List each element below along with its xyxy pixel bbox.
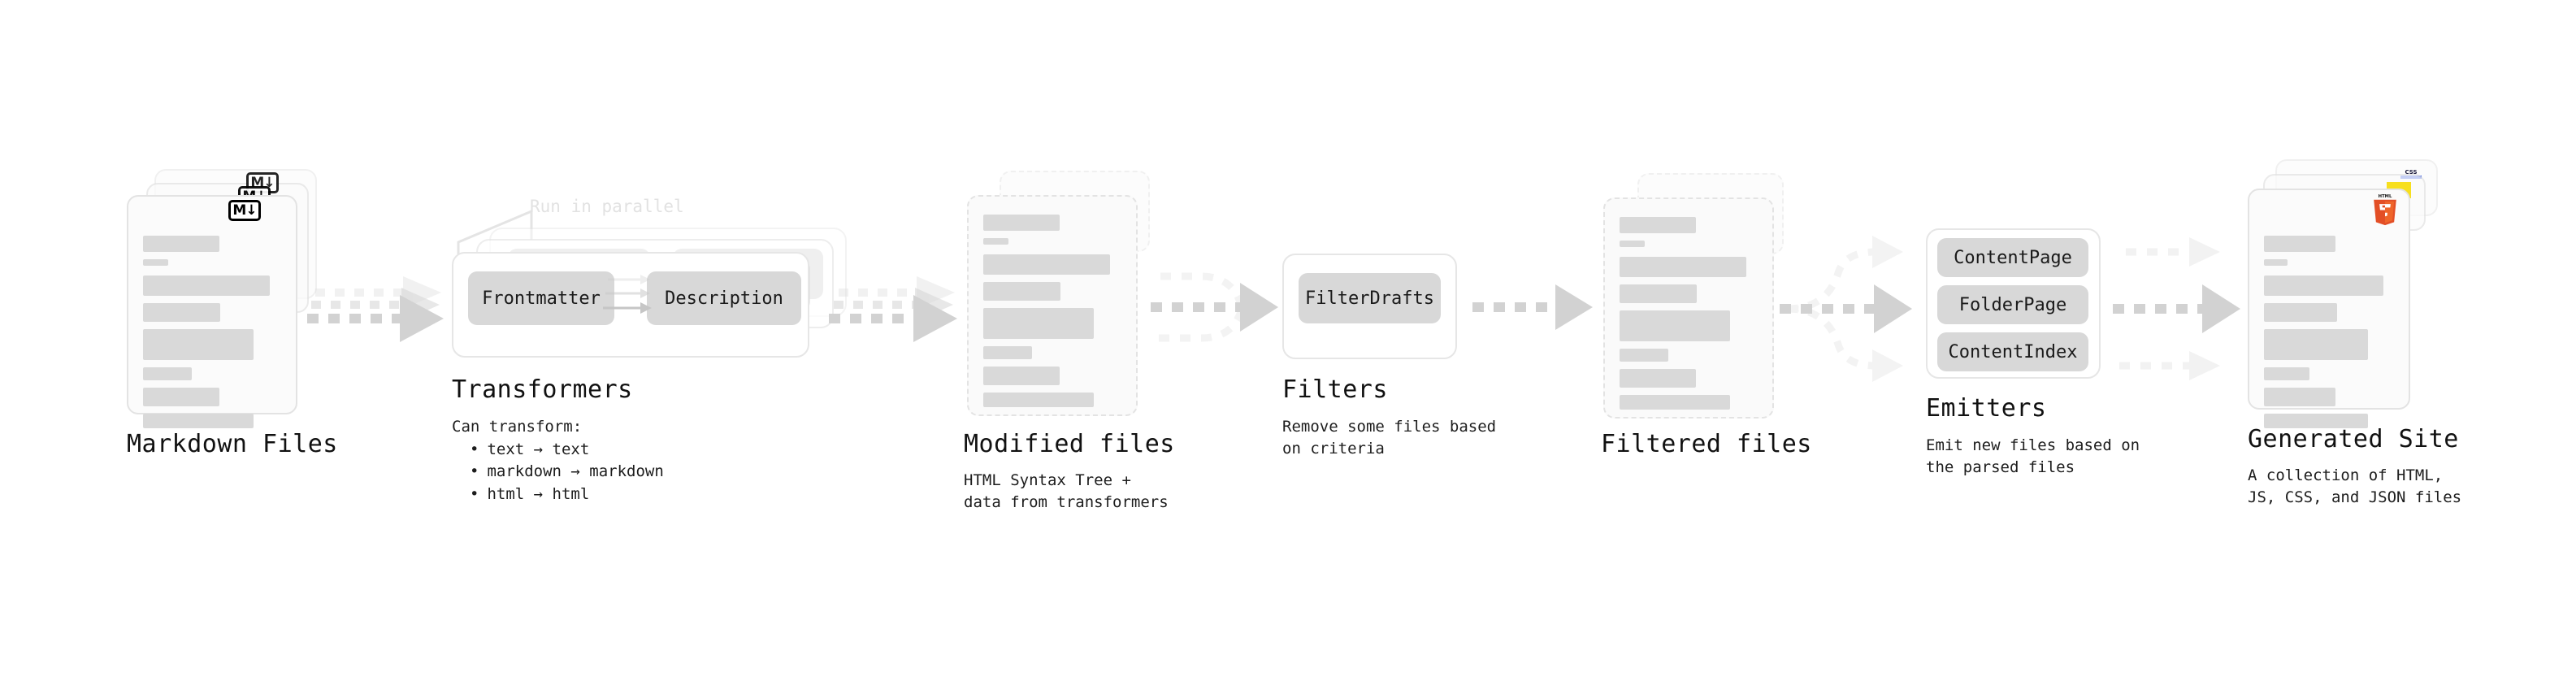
arrow-emitters-to-site [2113,237,2240,380]
html5-icon: HTML [2374,194,2396,226]
site-card-front [2248,189,2410,428]
transformers-pill-frontmatter[interactable]: Frontmatter [468,271,614,325]
emitters-pill-folderpage[interactable]: FolderPage [1937,285,2088,324]
filtered-card-front [1603,197,1774,419]
stage-title-generated-site: Generated Site [2248,425,2459,453]
filters-pill-filterdrafts[interactable]: FilterDrafts [1299,273,1441,323]
stage-desc-emitters: Emit new files based on the parsed files [1926,436,2140,476]
arrow-filters-to-filtered [1472,284,1593,330]
svg-text:HTML: HTML [2379,194,2392,199]
transformers-note-item: html → html [470,484,664,506]
modified-card-front [967,195,1138,416]
stage-title-modified-files: Modified files [964,430,1175,458]
arrow-filtered-to-emitters-split [1780,236,1912,382]
modified-card-lines [983,215,1121,414]
emitters-pill-contentpage[interactable]: ContentPage [1937,238,2088,277]
stage-desc-modified-files: HTML Syntax Tree + data from transformer… [964,471,1169,511]
filtered-card-lines [1620,217,1758,417]
transformers-note: Can transform: text → text markdown → ma… [452,416,664,505]
stage-desc-generated-site: A collection of HTML, JS, CSS, and JSON … [2248,466,2462,506]
transformers-note-item: markdown → markdown [470,461,663,484]
markdown-card-lines [143,236,281,436]
arrow-transformers-to-modified [829,276,957,342]
stage-title-filters: Filters [1282,375,1388,404]
stage-title-emitters: Emitters [1926,394,2047,423]
arrow-markdown-to-transformers [307,276,444,342]
run-in-parallel-label: Run in parallel [530,197,684,216]
stage-title-filtered-files: Filtered files [1601,430,1812,458]
arrow-frontmatter-to-description [603,275,652,314]
site-card-lines [2264,236,2394,436]
transformers-note-items: text → text markdown → markdown html → h… [452,439,664,506]
transformers-note-item: text → text [470,439,664,462]
stage-title-transformers: Transformers [452,375,633,404]
stage-title-markdown-files: Markdown Files [127,430,338,458]
markdown-icon: M↓ [228,200,261,221]
markdown-card-front [127,195,297,428]
arrow-modified-to-filters-merge [1151,272,1278,342]
transformers-note-title: Can transform: [452,418,583,436]
emitters-pill-contentindex[interactable]: ContentIndex [1937,332,2088,371]
transformers-pill-description[interactable]: Description [647,271,801,325]
stage-desc-filters: Remove some files based on criteria [1282,418,1497,458]
